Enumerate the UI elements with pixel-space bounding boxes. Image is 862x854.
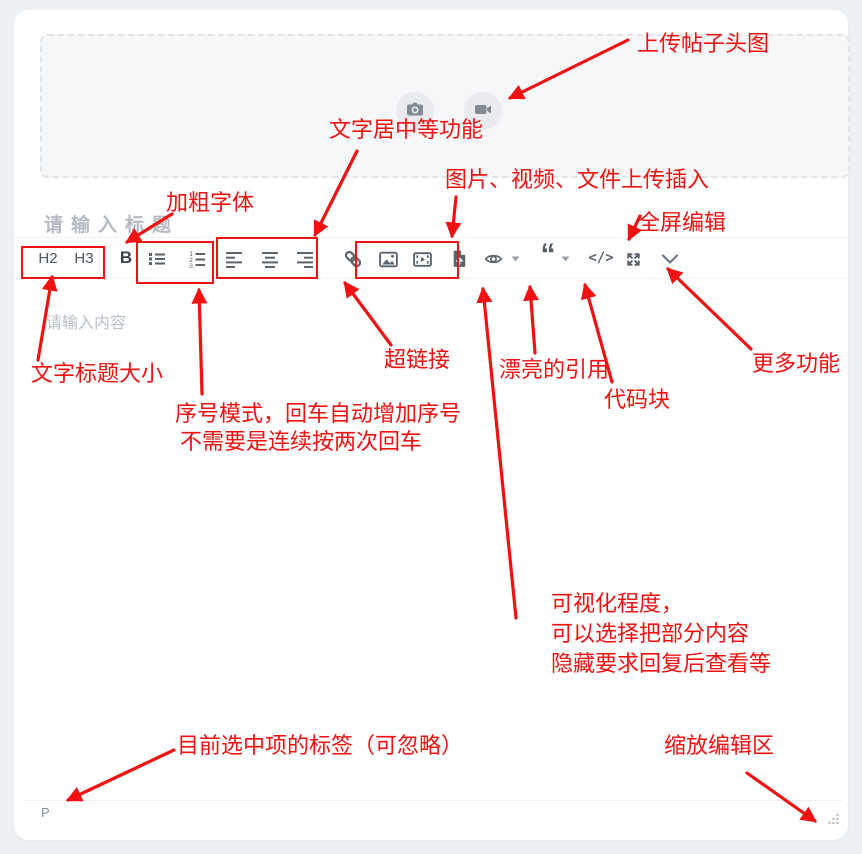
highlight-box-alignment <box>216 237 318 279</box>
align-left-icon <box>224 249 244 269</box>
anno-visibility-line2: 可以选择把部分内容 <box>551 621 750 646</box>
align-center-button[interactable] <box>256 249 284 269</box>
current-tag-label: P <box>41 805 50 820</box>
anno-media-insert: 图片、视频、文件上传插入 <box>445 167 710 192</box>
insert-video-button[interactable] <box>409 249 435 269</box>
anno-upload-header: 上传帖子头图 <box>637 31 770 56</box>
heading2-button[interactable]: H2 <box>38 249 58 267</box>
highlight-box-media <box>355 241 459 279</box>
heading3-button[interactable]: H3 <box>74 249 94 267</box>
quote-button[interactable]: “ <box>540 240 556 270</box>
anno-list-mode-line2: 不需要是连续按两次回车 <box>180 429 423 454</box>
anno-visibility-line3: 隐藏要求回复后查看等 <box>551 651 772 676</box>
editor-card: 请输入标题 请输入内容 <box>14 10 850 840</box>
highlight-box-lists <box>136 241 214 284</box>
anno-current-tag: 目前选中项的标签（可忽略） <box>177 733 464 758</box>
cover-upload-zone[interactable] <box>40 34 850 178</box>
anno-visibility: 可视化程度， 可以选择把部分内容 隐藏要求回复后查看等 <box>551 589 771 679</box>
video-camera-icon <box>472 98 494 125</box>
insert-image-button[interactable] <box>375 249 401 269</box>
code-block-button[interactable]: </> <box>588 250 614 266</box>
visibility-button[interactable] <box>480 249 506 269</box>
fullscreen-button[interactable] <box>620 248 646 270</box>
fullscreen-icon <box>623 249 644 270</box>
content-input[interactable]: 请输入内容 <box>46 315 127 332</box>
quote-caret-icon[interactable] <box>560 255 570 263</box>
align-right-button[interactable] <box>291 249 319 269</box>
upload-image-button[interactable] <box>396 92 434 130</box>
link-icon <box>342 248 364 270</box>
anno-code-block: 代码块 <box>604 387 671 412</box>
bullet-list-button[interactable] <box>143 249 171 269</box>
highlight-box-headings <box>21 246 105 279</box>
bold-button[interactable]: B <box>119 248 133 267</box>
film-icon <box>412 249 433 270</box>
visibility-caret-icon[interactable] <box>510 255 520 263</box>
anno-bold-font: 加粗字体 <box>166 190 255 215</box>
anno-align-functions: 文字居中等功能 <box>329 117 484 142</box>
anno-list-mode-line1: 序号模式，回车自动增加序号 <box>175 401 462 426</box>
align-right-icon <box>295 249 315 269</box>
svg-text:3: 3 <box>189 262 193 269</box>
anno-list-mode: 序号模式，回车自动增加序号 不需要是连续按两次回车 <box>175 400 461 456</box>
bullet-list-icon <box>147 249 167 269</box>
anno-fullscreen: 全屏编辑 <box>638 210 727 235</box>
link-button[interactable] <box>340 247 366 271</box>
align-left-button[interactable] <box>220 249 248 269</box>
title-input[interactable]: 请输入标题 <box>44 215 180 236</box>
upload-video-button[interactable] <box>464 92 502 130</box>
more-functions-button[interactable] <box>658 251 682 267</box>
align-center-icon <box>260 249 280 269</box>
anno-more-functions: 更多功能 <box>752 351 841 376</box>
svg-text:2: 2 <box>189 256 193 264</box>
chevron-down-icon <box>661 253 679 265</box>
anno-hyperlink: 超链接 <box>384 347 451 372</box>
svg-text:1: 1 <box>189 250 193 258</box>
anno-pretty-quote: 漂亮的引用 <box>499 357 610 382</box>
statusbar-divider <box>24 800 842 801</box>
anno-resize-editor: 缩放编辑区 <box>664 733 775 758</box>
anno-heading-size: 文字标题大小 <box>31 361 164 386</box>
resize-grip[interactable] <box>825 811 841 827</box>
anno-visibility-line1: 可视化程度， <box>551 591 684 616</box>
camera-icon <box>404 98 426 125</box>
image-icon <box>378 249 399 270</box>
eye-icon <box>482 249 505 269</box>
